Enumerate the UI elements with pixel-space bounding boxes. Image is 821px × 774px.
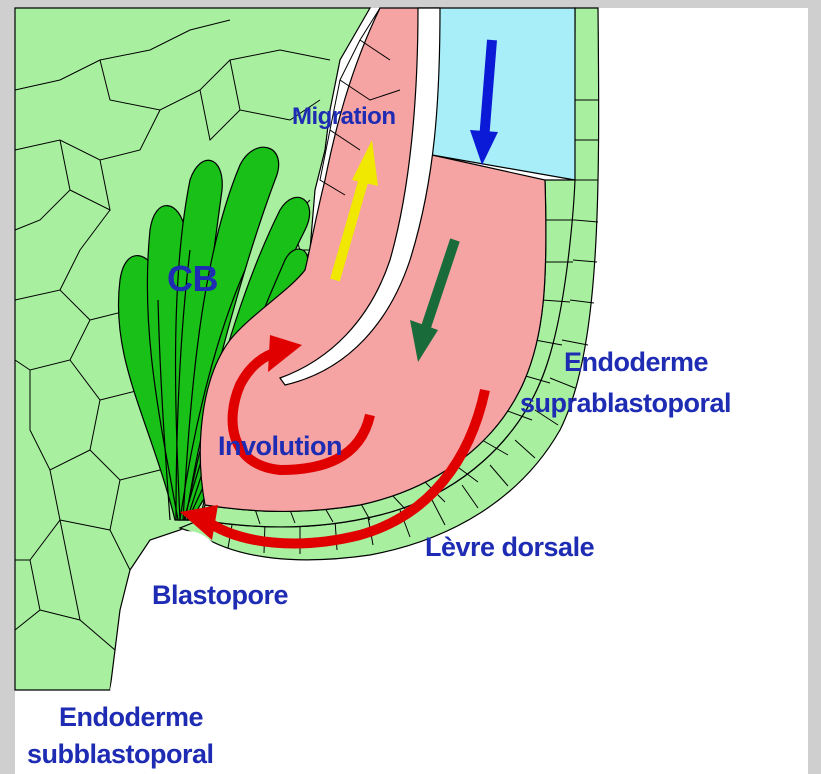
ectoderm-blue-region: [432, 8, 575, 180]
endoderme-supra-label-line2: suprablastoporal: [520, 389, 731, 417]
involution-label: Involution: [218, 432, 342, 460]
endoderme-supra-label-line1: Endoderme: [564, 348, 708, 376]
blastopore-label: Blastopore: [152, 581, 288, 609]
endoderme-sub-label-line1: Endoderme: [59, 703, 203, 731]
cb-label: CB: [167, 260, 218, 298]
migration-label: Migration: [292, 104, 396, 129]
diagram-panel: Migration CB Involution Endoderme suprab…: [15, 8, 808, 774]
endoderme-sub-label-line2: subblastoporal: [27, 740, 214, 768]
levre-dorsale-label: Lèvre dorsale: [425, 533, 594, 561]
